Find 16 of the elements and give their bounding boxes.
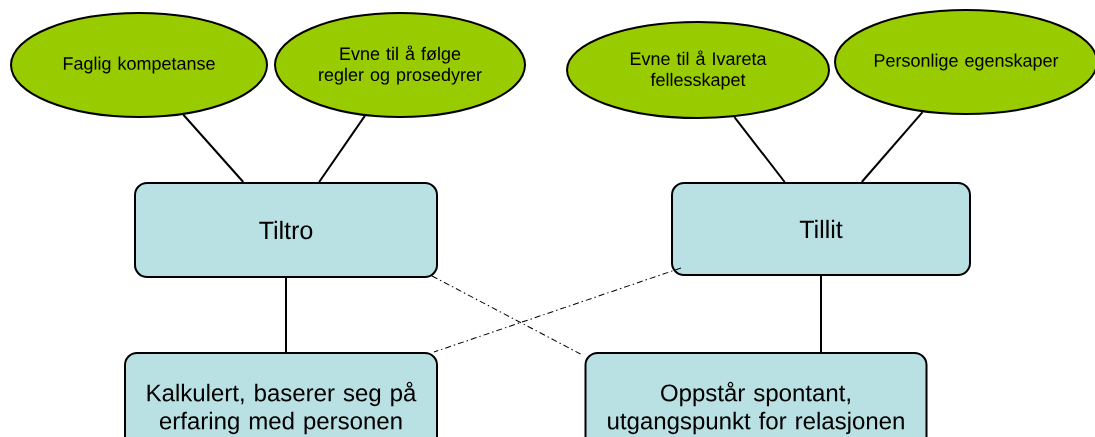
- ellipse-node: Evne til å følge regler og prosedyrer: [274, 12, 526, 118]
- connector-line: [318, 114, 366, 183]
- ellipse-node: Faglig kompetanse: [10, 12, 268, 118]
- connector-line: [820, 275, 822, 353]
- ellipse-node: Evne til å Ivareta fellesskapet: [566, 21, 830, 119]
- connector-line: [285, 277, 287, 353]
- rounded-box: Tiltro: [134, 182, 438, 278]
- rounded-box: Kalkulert, baserer seg på erfaring med personen: [124, 352, 438, 437]
- ellipse-node: Personlige egenskaper: [834, 9, 1095, 115]
- connector-line: [433, 267, 682, 353]
- connector-line: [182, 113, 245, 183]
- connector-line: [733, 116, 786, 183]
- rounded-box: Oppstår spontant, utgangspunkt for relasjonen: [584, 352, 928, 437]
- connector-line: [860, 111, 924, 183]
- rounded-box: Tillit: [671, 182, 971, 276]
- connector-line: [431, 275, 581, 355]
